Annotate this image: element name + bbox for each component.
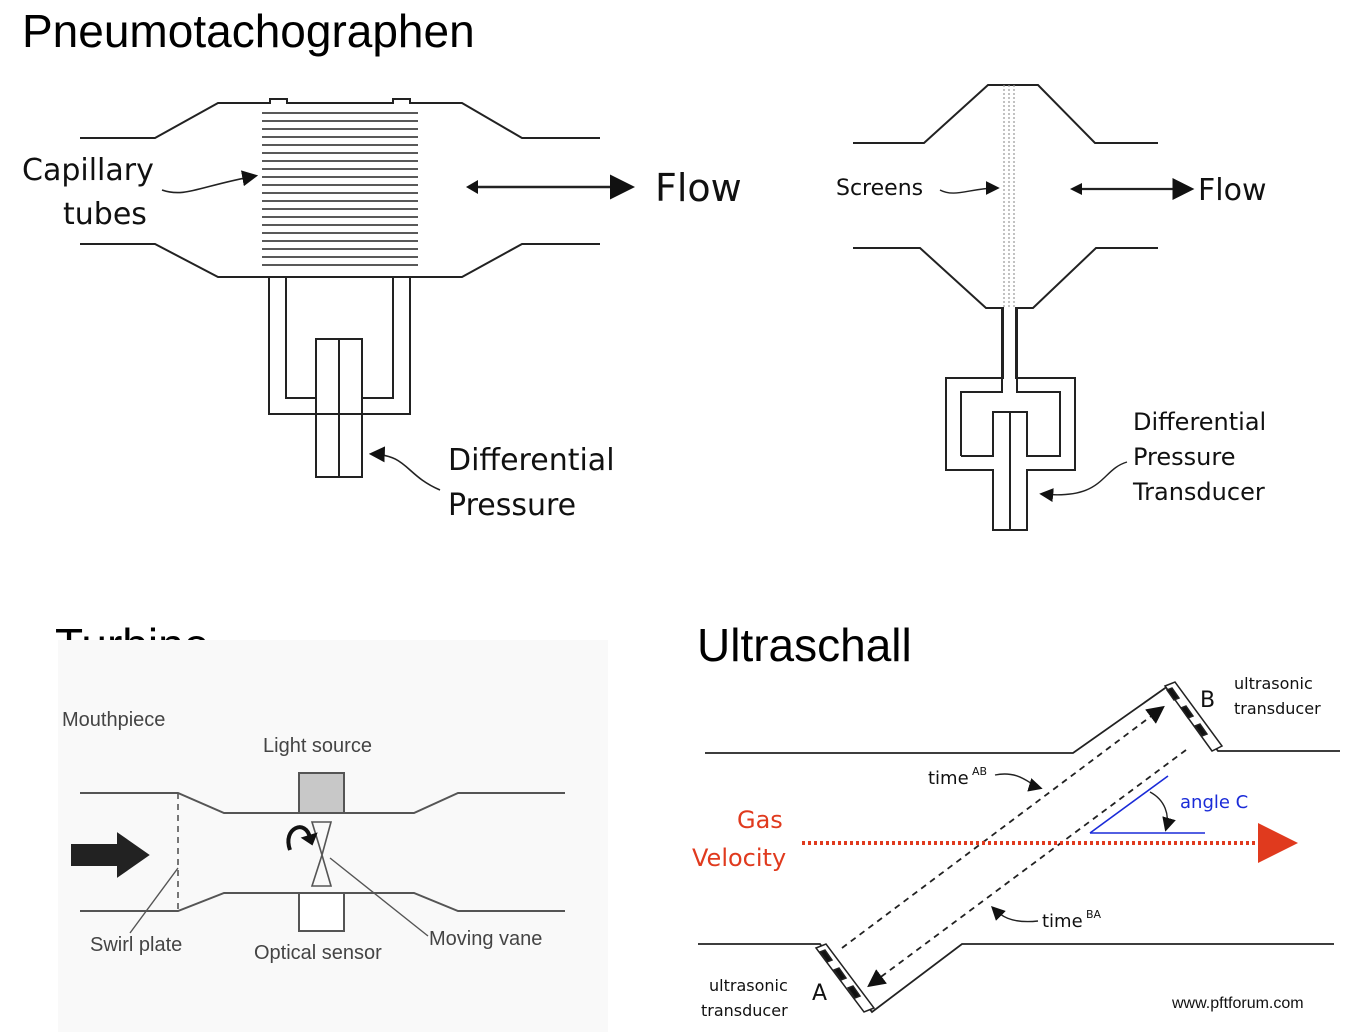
- transducer-a-label-2: transducer: [701, 1001, 788, 1020]
- rotation-arrow-icon: [286, 825, 312, 851]
- time-ab-pointer-arrow: [994, 773, 1043, 792]
- ultrasound-bottom-wall: [698, 943, 1334, 1014]
- path-ab: [841, 705, 1165, 949]
- transducer-label-3: Transducer: [1132, 478, 1265, 506]
- ultrasound-diagram: [698, 681, 1340, 1014]
- gas-label-2: Velocity: [692, 844, 786, 872]
- screens-mesh: [1003, 85, 1015, 308]
- transducer-a: [814, 943, 876, 1013]
- flow-label-right: Flow: [1198, 173, 1266, 208]
- light-source-label: Light source: [263, 735, 372, 757]
- time-ba-sup: BA: [1086, 908, 1102, 921]
- pneumo-screens-diagram: [853, 84, 1195, 531]
- angle-c-arc: [1149, 791, 1176, 832]
- time-ba-pointer-arrow: [991, 906, 1039, 923]
- capillary-top-wall: [80, 98, 600, 139]
- mouthpiece-arrow-icon: [71, 832, 150, 878]
- ultrasound-top-wall: [705, 684, 1340, 754]
- turbine-diagram: [71, 772, 565, 937]
- gas-label-1: Gas: [737, 806, 783, 834]
- transducer-b-label-2: transducer: [1234, 699, 1321, 718]
- time-ba-label: time: [1042, 911, 1083, 932]
- moving-vane-leader: [329, 857, 429, 937]
- title-ultraschall: Ultraschall: [697, 619, 912, 671]
- moving-vane: [310, 821, 333, 887]
- transducer-label-2: Pressure: [1133, 443, 1235, 471]
- swirl-plate-label: Swirl plate: [90, 934, 182, 956]
- transducer-label-1: Differential: [1133, 408, 1266, 436]
- turbine-panel-bg: [58, 640, 608, 1032]
- path-ba: [867, 749, 1187, 988]
- capillary-label-1: Capillary: [22, 153, 154, 188]
- time-ab-sup: AB: [972, 765, 987, 778]
- screens-label: Screens: [836, 176, 923, 201]
- angle-c-label: angle C: [1180, 792, 1248, 813]
- capillary-bottom-wall: [80, 243, 600, 278]
- diff-pressure-pointer-arrow: [368, 446, 441, 491]
- transducer-b: [1163, 681, 1224, 752]
- transducer-a-letter: A: [812, 981, 827, 1006]
- angle-c-line-1: [1089, 775, 1169, 834]
- screens-pointer-arrow: [939, 181, 1000, 196]
- capillary-label-2: tubes: [63, 197, 147, 232]
- transducer-b-label-1: ultrasonic: [1234, 674, 1313, 693]
- diff-label-2: Pressure: [448, 488, 576, 523]
- swirl-plate-leader: [129, 867, 179, 934]
- screens-bottom-wall: [853, 247, 1158, 531]
- transducer-pointer-arrow: [1039, 461, 1128, 503]
- time-ab-label: time: [928, 768, 969, 789]
- diff-label-1: Differential: [448, 443, 615, 478]
- flow-label-left: Flow: [655, 166, 742, 210]
- moving-vane-label: Moving vane: [429, 928, 542, 950]
- capillary-tubes: [262, 112, 418, 266]
- mouthpiece-label: Mouthpiece: [62, 709, 165, 731]
- title-pneumotachographen: Pneumotachographen: [22, 5, 475, 57]
- pneumo-capillary-diagram: [80, 98, 635, 491]
- optical-sensor-label: Optical sensor: [254, 942, 382, 964]
- screens-top-wall: [853, 84, 1158, 144]
- website-credit: www.pftforum.com: [1171, 995, 1304, 1012]
- transducer-b-letter: B: [1200, 688, 1215, 713]
- capillary-pointer-arrow: [161, 170, 259, 194]
- light-source-box: [298, 772, 345, 814]
- transducer-a-label-1: ultrasonic: [709, 976, 788, 995]
- optical-sensor-box: [298, 892, 345, 932]
